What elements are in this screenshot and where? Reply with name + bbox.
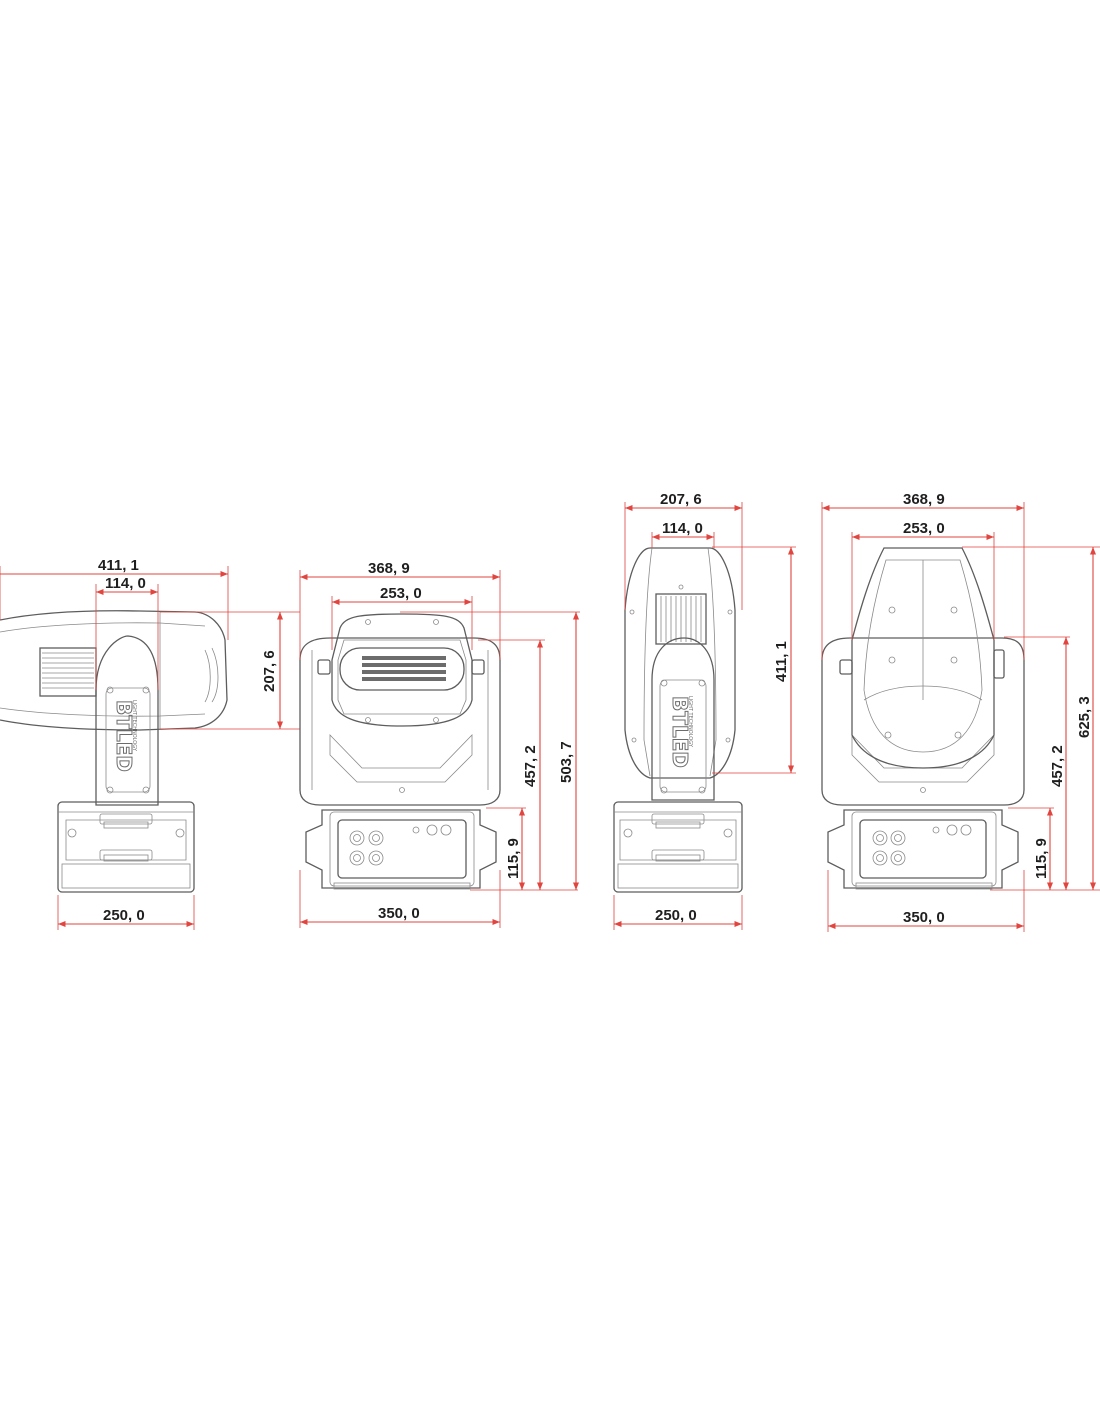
led-array [362, 656, 446, 681]
side-view-upright: BTLED LIGHT TECHNOLOGY 207, 6 114, 0 411… [613, 491, 796, 930]
dim-total-height-label-2: 625, 3 [1076, 696, 1093, 738]
dim-base-depth-label-2: 250, 0 [655, 907, 697, 924]
dim-bracket-width-label-2: 114, 0 [662, 520, 703, 537]
yoke-brand-tagline-2: LIGHT TECHNOLOGY [687, 696, 693, 748]
dim-overall-width-label-2: 368, 9 [903, 491, 945, 508]
dim-overall-width-label: 368, 9 [368, 560, 410, 577]
dim-base-width-label-2: 350, 0 [903, 909, 945, 926]
dim-bracket-width-label: 114, 0 [105, 575, 146, 592]
dim-base-height-label-2: 115, 9 [1033, 838, 1050, 879]
dim-height-to-tilt-label-2: 457, 2 [1049, 745, 1066, 787]
head-vent-grille [42, 652, 94, 689]
head-vent-grille-upright [660, 596, 702, 642]
dim-base-width-label: 350, 0 [378, 905, 420, 922]
dim-base-depth-label: 250, 0 [103, 907, 145, 924]
dim-head-height-label: 207, 6 [261, 650, 278, 692]
yoke-brand-logo-2: BTLED [668, 696, 692, 768]
yoke-brand-logo: BTLED [112, 700, 136, 772]
yoke-brand-tagline: LIGHT TECHNOLOGY [131, 700, 137, 752]
front-view-upright: 368, 9 253, 0 625, 3 457, 2 115, 9 350, … [821, 491, 1100, 932]
dim-head-depth-label: 207, 6 [660, 491, 702, 508]
dim-height-to-tilt-label: 457, 2 [522, 745, 539, 787]
dim-overall-length-label: 411, 1 [98, 557, 139, 574]
dim-head-length-label: 411, 1 [773, 641, 790, 682]
dim-total-height-label: 503, 7 [558, 741, 575, 783]
front-view-tilted: 368, 9 253, 0 457, 2 503, 7 115, 9 350, … [299, 560, 580, 928]
side-view-tilted: BTLED LIGHT TECHNOLOGY 411, 1 114, 0 207… [0, 557, 300, 930]
dim-base-height-label: 115, 9 [505, 838, 522, 879]
dim-head-width-label-2: 253, 0 [903, 520, 945, 537]
dim-head-width-label: 253, 0 [380, 585, 422, 602]
